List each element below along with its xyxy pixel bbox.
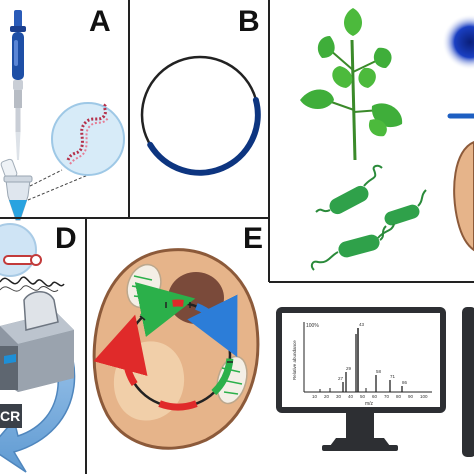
spectrum-x-tick: 10	[312, 394, 318, 399]
spectrum-max-label: 100%	[306, 323, 319, 329]
panel-b	[140, 55, 261, 176]
bacteria-icon	[315, 164, 383, 215]
mitochondrion-icon	[216, 355, 248, 405]
peak-label: 86	[402, 380, 408, 385]
panel-c	[300, 8, 474, 271]
bacteria-icon	[379, 189, 427, 241]
peak-label: 71	[390, 374, 396, 379]
dna-strand-icon	[66, 102, 109, 165]
spectrum-x-tick: 30	[336, 394, 342, 399]
peak-label: 29	[346, 366, 352, 371]
panel-d: CR	[0, 223, 76, 473]
panel-f: 100% Relative abundance m/z 10 20 30 40 50 60…	[276, 307, 474, 457]
plasmid-icon	[93, 282, 238, 411]
magnifier-icon	[51, 102, 125, 176]
spectrum-x-tick: 40	[348, 394, 354, 399]
panel-a	[0, 10, 125, 221]
plasmid-icon	[140, 55, 261, 176]
panel-letter-a: A	[89, 5, 111, 38]
monitor-icon: 100% Relative abundance m/z 10 20 30 40 50 60…	[276, 307, 446, 451]
bacteria-icon	[310, 223, 395, 271]
spectrum-x-tick: 90	[408, 394, 414, 399]
peak-label: 58	[376, 369, 382, 374]
spectrum-x-tick: 60	[372, 394, 378, 399]
plant-icon	[300, 8, 403, 161]
peak-label: 43	[359, 322, 365, 327]
panel-letter-e: E	[243, 222, 264, 255]
panel-letter-d: D	[55, 222, 77, 255]
instrument-label: CR	[0, 408, 20, 424]
microtube-icon	[0, 158, 33, 221]
sequencer-icon	[0, 291, 74, 392]
spectrum-x-tick: 20	[324, 394, 330, 399]
panel-e	[92, 248, 260, 450]
spectrum-x-tick: 70	[384, 394, 390, 399]
peak-label: 27	[338, 376, 344, 381]
cell-icon	[92, 248, 260, 450]
spectrum-x-tick: 80	[396, 394, 402, 399]
panel-letter-b: B	[238, 5, 260, 38]
spectrum-y-title: Relative abundance	[292, 340, 297, 380]
spectrum-x-tick: 50	[360, 394, 366, 399]
pipette-icon	[10, 10, 26, 160]
spectrum-x-tick: 100	[420, 394, 428, 399]
spectrum-x-title: m/z	[365, 401, 374, 407]
spectrum-chart: 100% Relative abundance m/z 10 20 30 40 50 60…	[292, 322, 432, 407]
